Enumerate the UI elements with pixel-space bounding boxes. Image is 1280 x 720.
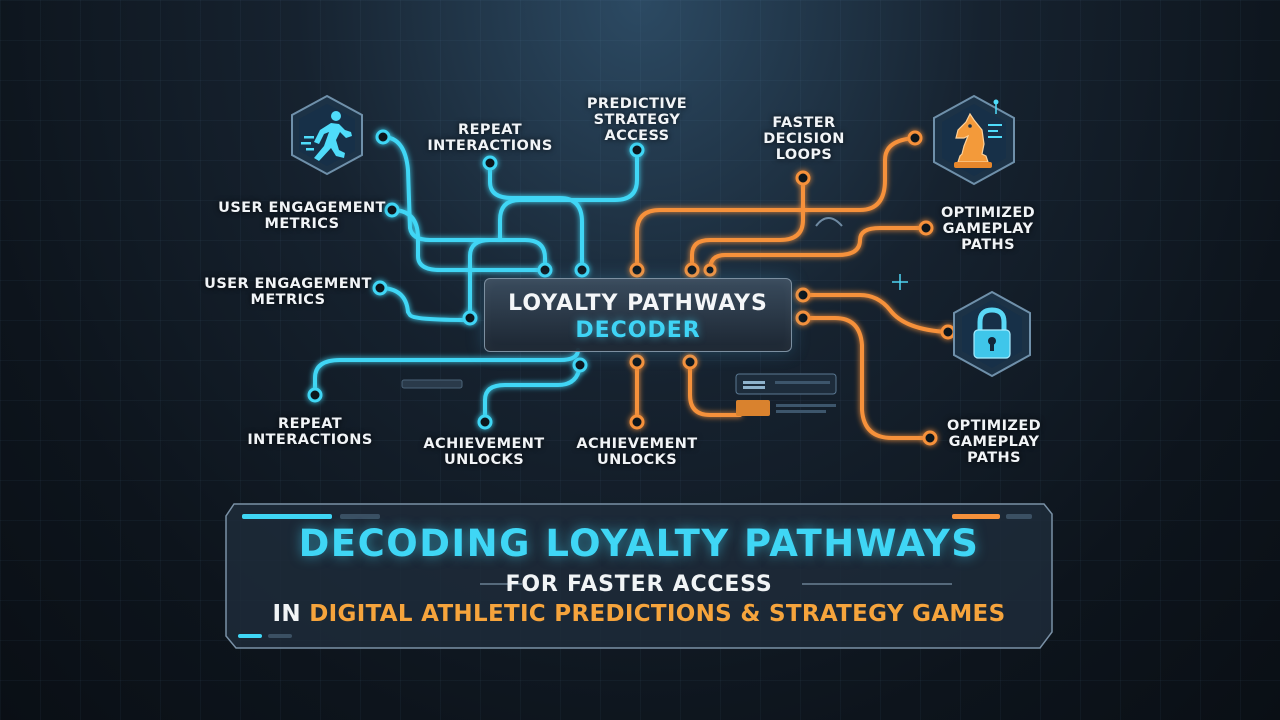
label-repeat-interactions-bottom: REPEAT INTERACTIONS	[247, 416, 373, 448]
node-hub-right-b	[795, 310, 811, 326]
path-orange-predict	[635, 136, 917, 272]
label-user-engagement-top: USER ENGAGEMENT METRICS	[218, 200, 386, 232]
decor-chips	[401, 217, 908, 416]
node-repeat-bottom	[307, 387, 323, 403]
node-hub-right-a	[795, 287, 811, 303]
label-repeat-interactions-top: REPEAT INTERACTIONS	[427, 122, 553, 154]
label-optimized-top: OPTIMIZED GAMEPLAY PATHS	[940, 205, 1036, 253]
node-achievement-left	[477, 414, 493, 430]
node-orange-hub-b	[684, 262, 700, 278]
label-achievement-right: ACHIEVEMENT UNLOCKS	[576, 436, 698, 468]
node-orange-hub-c	[703, 263, 717, 277]
label-faster-decision: FASTER DECISION LOOPS	[763, 115, 845, 163]
path-achievement-left	[483, 363, 582, 424]
node-optimized-top	[918, 220, 934, 236]
node-hub-bottom-orange-b	[682, 354, 698, 370]
path-predictive	[498, 148, 639, 240]
banner-tagline-prefix: IN	[272, 601, 301, 627]
path-running-icon	[381, 135, 547, 272]
label-predictive-strategy: PREDICTIVE STRATEGY ACCESS	[586, 96, 688, 144]
node-hub-bottom-cyan	[572, 357, 588, 373]
node-hub-bottom-orange-a	[629, 354, 645, 370]
node-faster	[795, 170, 811, 186]
node-repeat-top	[482, 155, 498, 171]
banner-title: DECODING LOYALTY PATHWAYS	[298, 522, 980, 565]
path-faster	[690, 176, 805, 272]
running-athlete-icon	[284, 92, 370, 178]
node-running	[375, 129, 391, 145]
path-orange-console	[688, 358, 742, 417]
path-repeat-top	[488, 161, 584, 272]
path-lock-top	[801, 293, 950, 334]
path-hub-left	[468, 238, 492, 320]
banner-tagline: IN DIGITAL ATHLETIC PREDICTIONS & STRATE…	[222, 601, 1056, 627]
node-hub-left	[462, 310, 478, 326]
padlock-icon	[946, 288, 1038, 380]
label-optimized-bottom: OPTIMIZED GAMEPLAY PATHS	[946, 418, 1042, 466]
node-optimized-bottom	[922, 430, 938, 446]
hub-subtitle: DECODER	[575, 318, 701, 343]
node-hub-top-b	[574, 262, 590, 278]
node-orange-hub-a	[629, 262, 645, 278]
node-engagement-top	[384, 202, 400, 218]
label-achievement-left: ACHIEVEMENT UNLOCKS	[423, 436, 545, 468]
hub-decoder-box: LOYALTY PATHWAYS DECODER	[484, 278, 792, 352]
banner-tagline-highlight: DIGITAL ATHLETIC PREDICTIONS & STRATEGY …	[309, 601, 1006, 627]
path-optimized-top	[708, 226, 928, 272]
node-predictive	[629, 142, 645, 158]
path-engagement-mid	[378, 286, 472, 322]
node-achievement-right	[629, 414, 645, 430]
banner-subtitle: FOR FASTER ACCESS	[505, 572, 773, 597]
label-user-engagement-mid: USER ENGAGEMENT METRICS	[204, 276, 372, 308]
path-lock-bottom	[801, 316, 932, 440]
hub-title: LOYALTY PATHWAYS	[508, 291, 768, 316]
title-banner: DECODING LOYALTY PATHWAYS FOR FASTER ACC…	[222, 500, 1056, 652]
chess-knight-icon	[926, 92, 1022, 188]
node-hub-top-a	[537, 262, 553, 278]
path-repeat-bottom	[313, 348, 580, 397]
node-engagement-mid	[372, 280, 388, 296]
node-knight	[907, 130, 923, 146]
